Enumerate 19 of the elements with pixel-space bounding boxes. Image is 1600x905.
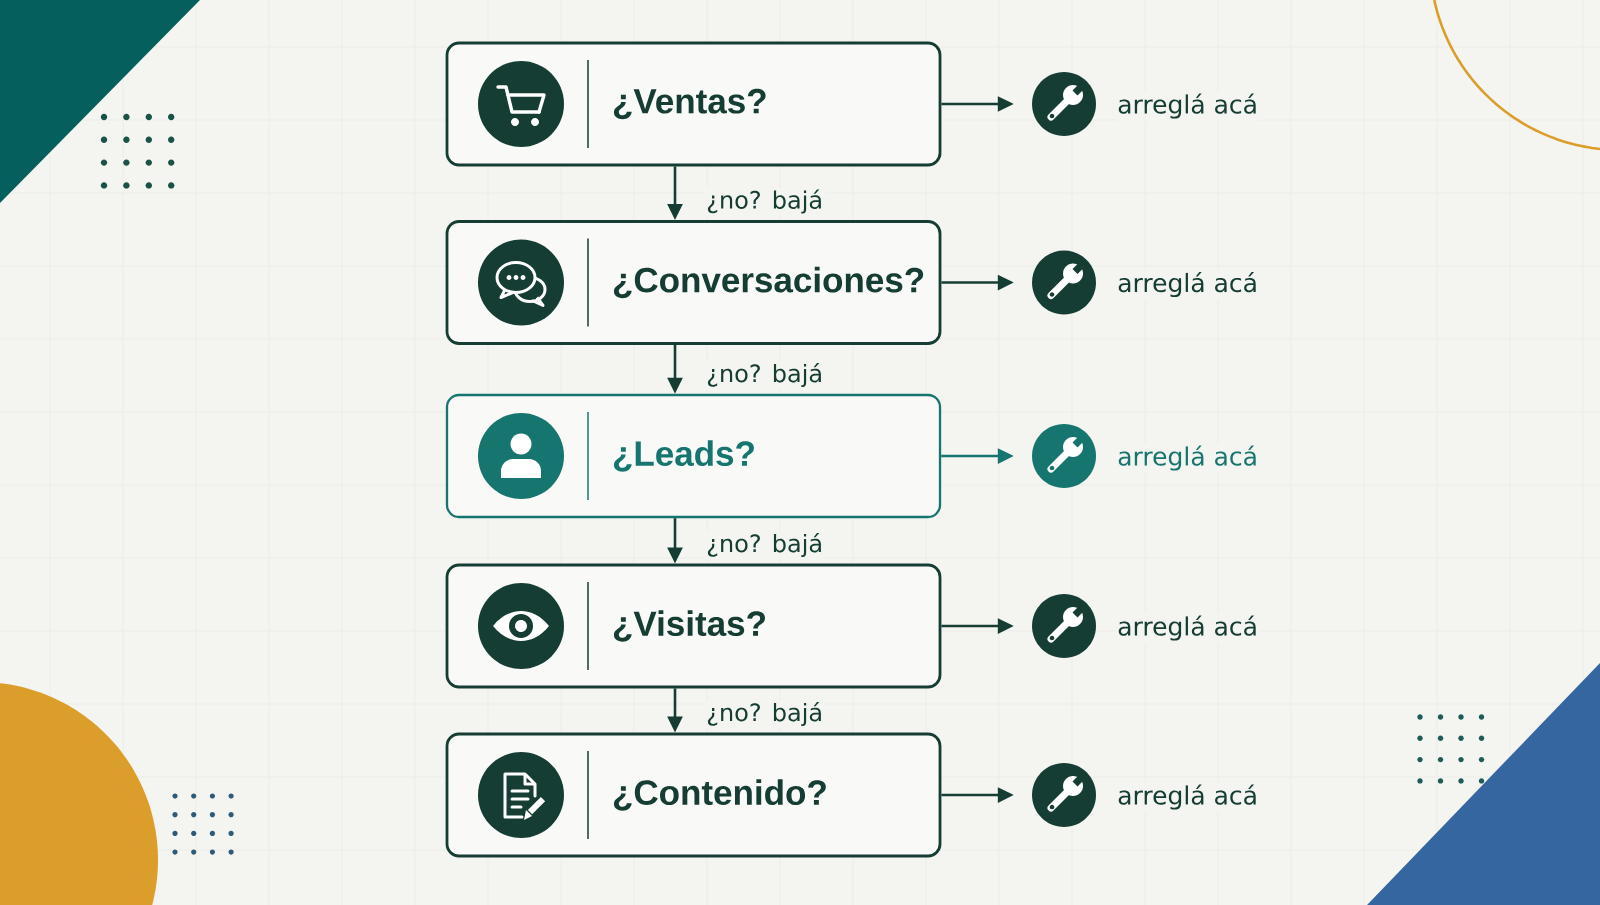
fix-label: arreglá acá (1115, 269, 1260, 300)
question-box: ¿Ventas? (445, 41, 942, 167)
wrench-icon (1032, 424, 1096, 488)
question-box: ¿Conversaciones? (445, 220, 942, 345)
edge-label: ¿no? bajá (704, 699, 826, 729)
fix-label: arreglá acá (1115, 782, 1260, 812)
question-box: ¿Visitas? (445, 563, 942, 689)
edge-label: ¿no? bajá (704, 187, 826, 216)
fix-label: arreglá acá (1115, 613, 1260, 643)
question-box: ¿Leads? (445, 393, 942, 519)
wrench-icon (1032, 594, 1096, 658)
wrench-icon (1032, 72, 1096, 136)
edge-label: ¿no? bajá (704, 360, 826, 390)
fix-label: arreglá acá (1115, 443, 1260, 473)
wrench-icon (1032, 250, 1096, 315)
edge-label: ¿no? bajá (704, 530, 826, 560)
question-box: ¿Contenido? (445, 732, 942, 858)
fix-label: arreglá acá (1115, 91, 1260, 121)
wrench-icon (1032, 763, 1096, 827)
